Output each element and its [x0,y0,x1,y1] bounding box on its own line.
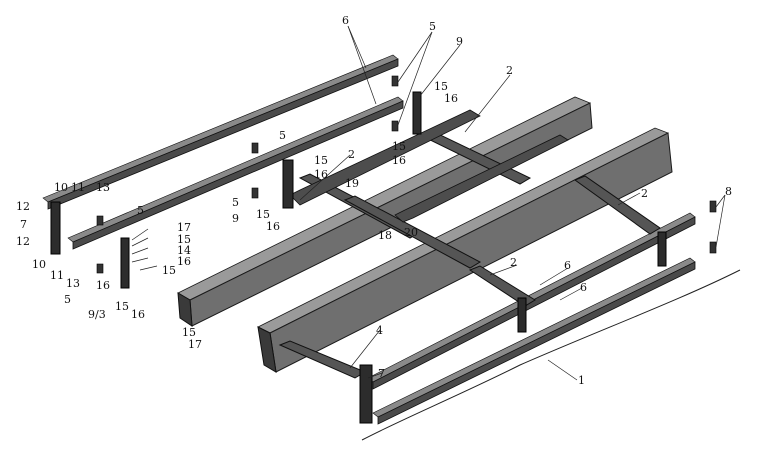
label-2b: 2 [348,148,355,161]
cross-members [278,109,661,379]
label-9a: 9 [456,35,463,48]
label-10b: 10 [32,258,46,271]
lower-strip-rear [372,257,696,425]
upper-long-strip [42,54,399,210]
label-9-3: 9/3 [88,308,106,321]
label-14: 14 [177,244,191,257]
label-16b: 16 [392,154,406,167]
label-5d: 5 [137,204,144,217]
label-13a: 13 [96,181,110,194]
label-15d: 15 [256,208,270,221]
label-9b: 9 [232,212,239,225]
label-20: 20 [404,226,418,239]
label-15e: 15 [177,233,191,246]
label-2d: 2 [510,256,517,269]
label-16f: 16 [96,279,110,292]
label-4: 4 [376,324,383,337]
label-15f: 15 [162,264,176,277]
bracket-plates [50,75,717,424]
label-7b: 7 [378,367,385,380]
label-15h: 15 [182,326,196,339]
label-11b: 11 [50,269,64,282]
label-16d: 16 [266,220,280,233]
label-19: 19 [345,177,359,190]
label-11a: 11 [71,181,85,194]
second-long-strip [67,96,404,250]
label-12a: 12 [16,200,30,213]
label-12b: 12 [16,235,30,248]
label-15a: 15 [434,80,448,93]
label-15c: 15 [314,154,328,167]
label-15g: 15 [115,300,129,313]
label-5c: 5 [232,196,239,209]
label-5e: 5 [64,293,71,306]
label-8: 8 [725,185,732,198]
label-13b: 13 [66,277,80,290]
label-15b: 15 [392,140,406,153]
label-16g: 16 [131,308,145,321]
label-6c: 6 [580,281,587,294]
ground-line [361,269,741,441]
label-2a: 2 [506,64,513,77]
leader-lines [131,25,726,381]
label-6a: 6 [342,14,349,27]
label-7a: 7 [20,218,27,231]
callout-labels: 6 5 9 2 15 16 5 15 16 15 16 2 19 5 9 15 … [16,14,732,387]
label-18: 18 [378,229,392,242]
label-17a: 17 [177,221,191,234]
main-rail-front [257,127,673,373]
label-5a: 5 [429,20,436,33]
label-2c: 2 [641,187,648,200]
label-16e: 16 [177,255,191,268]
label-6b: 6 [564,259,571,272]
label-5b: 5 [279,129,286,142]
label-16a: 16 [444,92,458,105]
label-10a: 10 [54,181,68,194]
label-1: 1 [578,374,585,387]
label-17b: 17 [188,338,202,351]
label-16c: 16 [314,168,328,181]
